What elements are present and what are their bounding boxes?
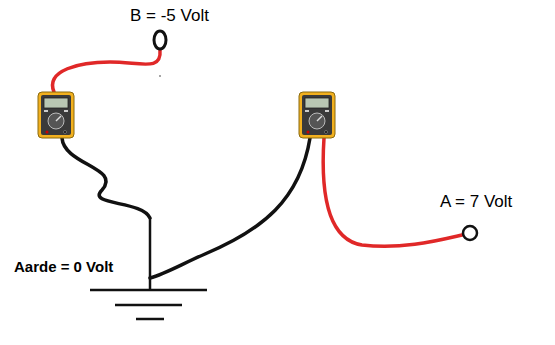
red-probe-lead — [53, 50, 161, 92]
multimeter — [38, 92, 74, 138]
black-probe-lead — [62, 138, 150, 218]
terminal-voltage: B = -5 Volt — [130, 6, 209, 26]
terminal-ring — [154, 31, 166, 49]
ground-symbol — [90, 290, 207, 319]
terminal-ring — [463, 226, 477, 240]
multimeter — [299, 92, 335, 138]
dot — [159, 75, 161, 77]
black-probe-lead — [150, 138, 310, 278]
terminal-voltage: A = 7 Volt — [440, 192, 512, 212]
ground-voltage: Aarde = 0 Volt — [14, 258, 113, 276]
